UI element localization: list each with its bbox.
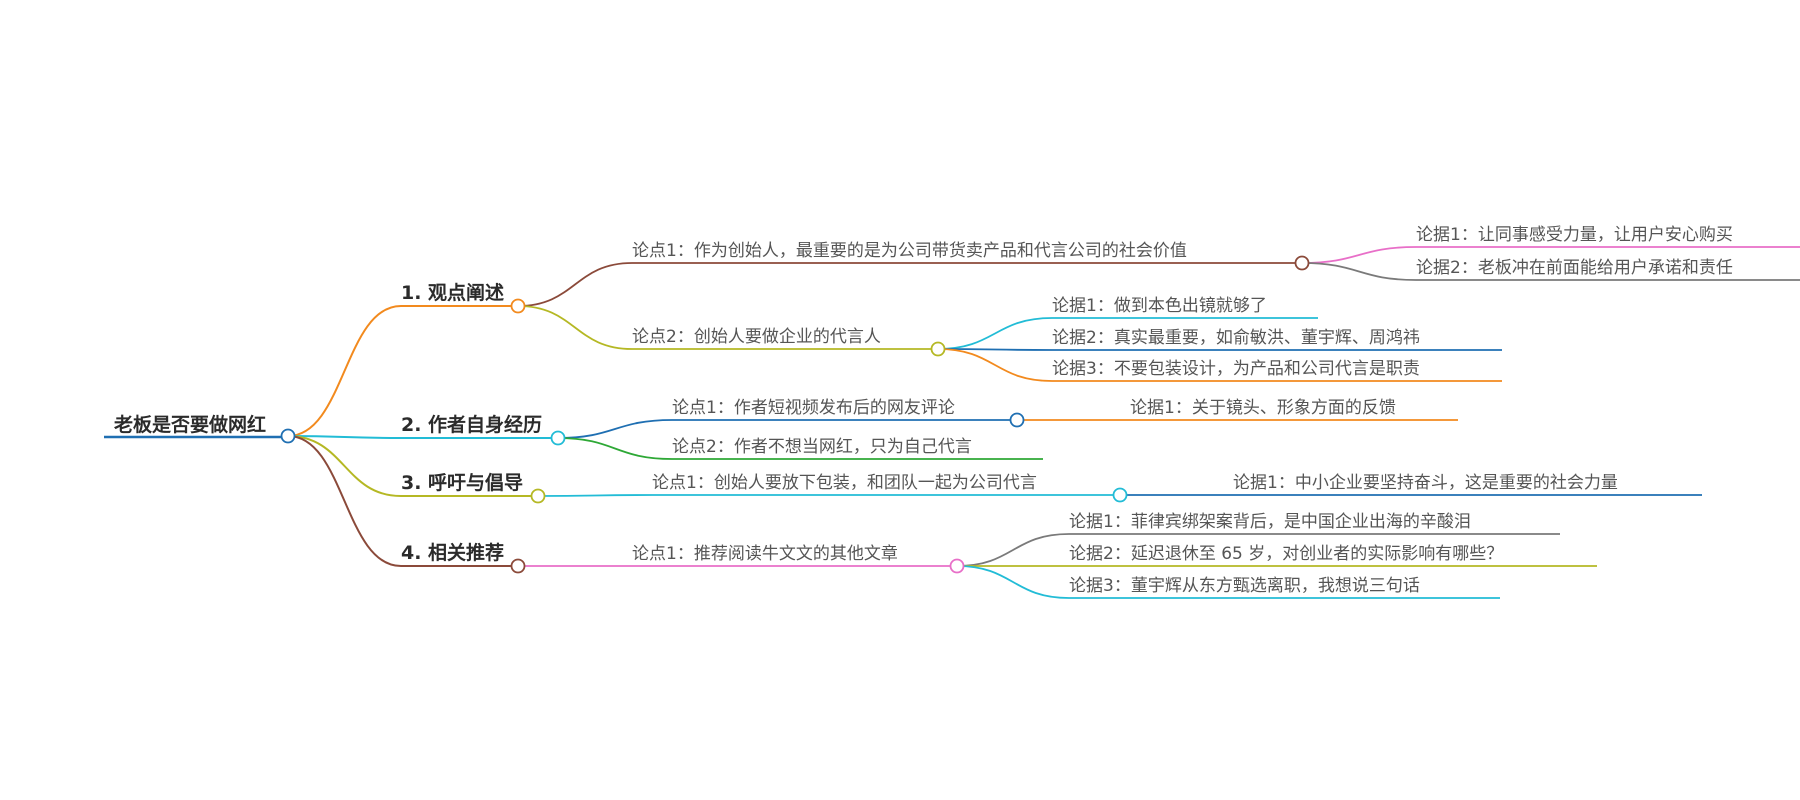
point-node-1-2[interactable]: 论点2：创始人要做企业的代言人 [632,327,946,357]
topic-label: 2. 作者自身经历 [401,413,542,436]
evidence-label: 论据1：菲律宾绑架案背后，是中国企业出海的辛酸泪 [1069,512,1471,532]
collapse-toggle-topic[interactable] [510,558,526,574]
collapse-toggle-topic[interactable] [510,298,526,314]
collapse-toggle-point[interactable] [1112,487,1128,503]
connector-topic-to-point [517,305,633,350]
evidence-node-1-1-1[interactable]: 论据1：让同事感受力量，让用户安心购买 [1416,225,1800,248]
evidence-node-4-1-1[interactable]: 论据1：菲律宾绑架案背后，是中国企业出海的辛酸泪 [1069,512,1560,535]
evidence-node-1-1-2[interactable]: 论据2：老板冲在前面能给用户承诺和责任 [1416,258,1800,281]
evidence-node-1-2-1[interactable]: 论据1：做到本色出镜就够了 [1052,296,1318,319]
connector-topic-to-point [537,494,653,497]
connector-point-to-evidence [1301,246,1417,264]
connector-root-to-topic-2 [287,435,402,439]
collapse-toggle-root[interactable] [280,428,296,444]
evidence-node-4-1-3[interactable]: 论据3：董宇辉从东方甄选离职，我想说三句话 [1069,576,1500,599]
point-node-2-2[interactable]: 论点2：作者不想当网红，只为自己代言 [672,437,1043,460]
connector-point-to-evidence [937,348,1053,351]
topic-node-2[interactable]: 2. 作者自身经历 [401,413,566,446]
evidence-node-4-1-2[interactable]: 论据2：延迟退休至 65 岁，对创业者的实际影响有哪些？ [1069,544,1597,567]
collapse-toggle-point[interactable] [1009,412,1025,428]
evidence-label: 论据2：延迟退休至 65 岁，对创业者的实际影响有哪些？ [1069,544,1503,564]
point-label: 论点2：创始人要做企业的代言人 [632,327,881,347]
topic-node-3[interactable]: 3. 呼吁与倡导 [401,471,546,504]
point-label: 论点1：推荐阅读牛文文的其他文章 [632,544,898,564]
point-label: 论点1：作者短视频发布后的网友评论 [672,398,955,418]
topic-label: 4. 相关推荐 [401,541,504,564]
collapse-toggle-point[interactable] [1294,255,1310,271]
topic-label: 1. 观点阐述 [401,282,504,304]
connector-topic-to-point [517,262,633,307]
point-label: 论点1：作为创始人，最重要的是为公司带货卖产品和代言公司的社会价值 [632,241,1187,261]
point-node-1-1[interactable]: 论点1：作为创始人，最重要的是为公司带货卖产品和代言公司的社会价值 [632,241,1310,271]
evidence-node-3-1-1[interactable]: 论据1：中小企业要坚持奋斗，这是重要的社会力量 [1233,473,1702,496]
point-label: 论点2：作者不想当网红，只为自己代言 [672,437,972,457]
connector-topic-to-point [557,437,673,460]
connector-root-to-topic-3 [287,435,402,497]
topic-node-4[interactable]: 4. 相关推荐 [401,541,526,574]
connector-point-to-evidence [956,565,1070,599]
connector-root-to-topic-1 [287,305,402,437]
collapse-toggle-point[interactable] [949,558,965,574]
connector-root-to-topic-4 [287,435,402,567]
connector-point-to-evidence [956,533,1070,567]
connector-layer [287,246,1417,599]
evidence-node-2-1-1[interactable]: 论据1：关于镜头、形象方面的反馈 [1130,398,1458,421]
connector-topic-to-point [557,419,673,439]
connector-point-to-evidence [1301,262,1417,281]
evidence-label: 论据2：老板冲在前面能给用户承诺和责任 [1416,258,1733,278]
root-node[interactable]: 老板是否要做网红 [104,413,296,444]
evidence-label: 论据1：让同事感受力量，让用户安心购买 [1416,225,1733,245]
root-topic-label: 老板是否要做网红 [114,413,266,436]
connector-point-to-evidence [937,317,1053,350]
evidence-label: 论据1：关于镜头、形象方面的反馈 [1130,398,1396,418]
topic-label: 3. 呼吁与倡导 [401,471,523,494]
point-node-3-1[interactable]: 论点1：创始人要放下包装，和团队一起为公司代言 [652,473,1128,503]
point-node-2-1[interactable]: 论点1：作者短视频发布后的网友评论 [672,398,1025,428]
evidence-label: 论据3：董宇辉从东方甄选离职，我想说三句话 [1069,576,1420,596]
collapse-toggle-topic[interactable] [530,488,546,504]
point-node-4-1[interactable]: 论点1：推荐阅读牛文文的其他文章 [632,544,965,574]
evidence-node-1-2-3[interactable]: 论据3：不要包装设计，为产品和公司代言是职责 [1052,359,1502,382]
collapse-toggle-point[interactable] [930,341,946,357]
evidence-label: 论据1：做到本色出镜就够了 [1052,296,1267,316]
evidence-label: 论据1：中小企业要坚持奋斗，这是重要的社会力量 [1233,473,1618,493]
evidence-node-1-2-2[interactable]: 论据2：真实最重要，如俞敏洪、董宇辉、周鸿祎 [1052,328,1502,351]
evidence-label: 论据3：不要包装设计，为产品和公司代言是职责 [1052,359,1420,379]
topic-node-1[interactable]: 1. 观点阐述 [401,282,526,314]
evidence-label: 论据2：真实最重要，如俞敏洪、董宇辉、周鸿祎 [1052,328,1420,348]
collapse-toggle-topic[interactable] [550,430,566,446]
point-label: 论点1：创始人要放下包装，和团队一起为公司代言 [652,473,1037,493]
connector-point-to-evidence [937,348,1053,382]
node-layer: 老板是否要做网红 1. 观点阐述 论点1：作为创始人，最重要的是为公司带货卖产品和代… [104,225,1800,599]
